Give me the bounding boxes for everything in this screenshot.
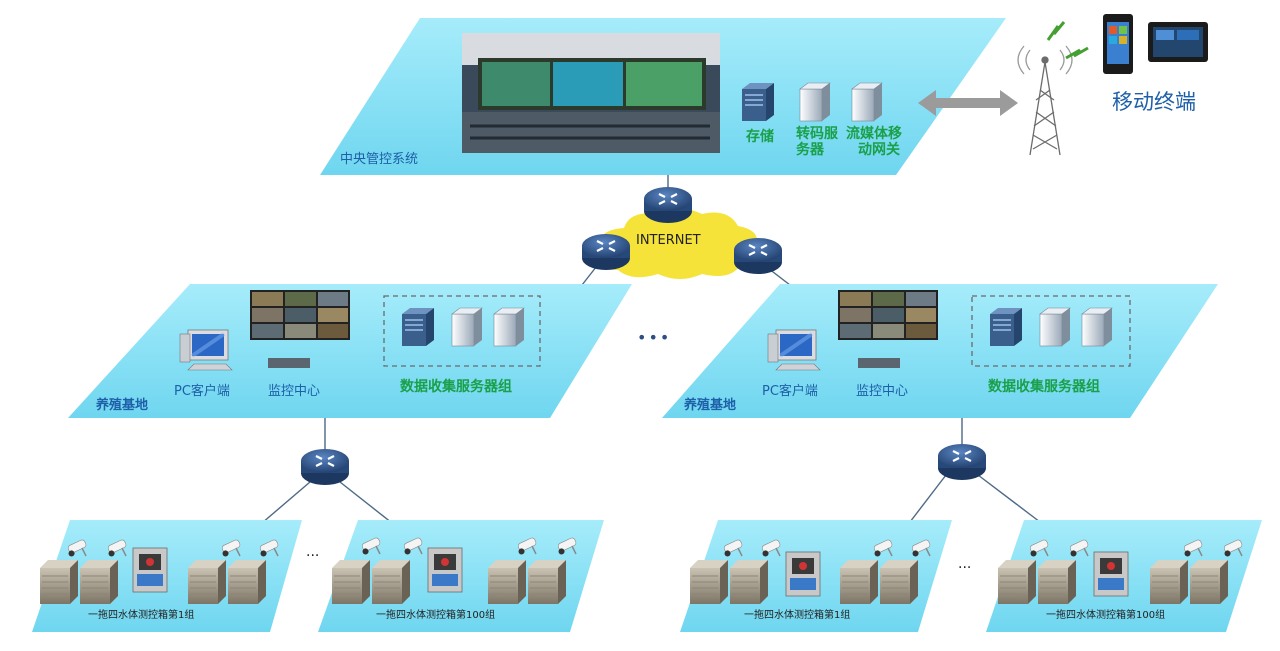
transcode-server-label-line1: 转码服 [796,126,838,142]
server-icon [1081,307,1113,347]
smartphone-icon [1103,14,1133,74]
box-group-label-last: 一拖四水体测控箱第100组 [1046,610,1166,621]
more-bases-ellipsis: ••• [637,328,672,347]
farm-base-platform-left [68,284,632,418]
box-group-platform [318,520,604,632]
internet-cloud [598,208,759,279]
server-icon [493,307,525,347]
box-group-platform [680,520,952,632]
box-group-platform [32,520,302,632]
pc-client-label: PC客户端 [174,384,230,399]
server-icon [1039,307,1071,347]
central-control-platform [320,18,1018,175]
streaming-gateway-icon [851,82,883,122]
storage-label: 存储 [746,129,774,145]
server-group-label: 数据收集服务器组 [400,379,512,395]
server-group-box [971,295,1131,367]
bidirectional-arrow-icon [918,90,1018,116]
internet-label: INTERNET [636,233,701,248]
base-router-icon [936,442,988,482]
server-group-label: 数据收集服务器组 [988,379,1100,395]
farm-base-platform-right [662,284,1218,418]
box-group-label-last: 一拖四水体测控箱第100组 [376,610,496,621]
mobile-terminal-label: 移动终端 [1112,90,1196,114]
box-group-label-first: 一拖四水体测控箱第1组 [88,610,195,621]
pc-client-label: PC客户端 [762,384,818,399]
box-group-platform [986,520,1262,632]
transcode-server-label-line2: 务器 [796,142,824,158]
box-group-label-first: 一拖四水体测控箱第1组 [744,610,851,621]
monitor-center-label: 监控中心 [856,384,909,399]
transcode-server-icon [799,82,831,122]
control-room-image [462,33,720,153]
raid-storage-icon [401,307,435,347]
video-wall-icon [250,290,350,340]
transcode-server-label: 转码服 务器 [796,126,838,158]
video-wall-icon [838,290,938,340]
raid-storage-icon [989,307,1023,347]
server-icon [451,307,483,347]
streaming-gateway-label: 流媒体移 动网关 [846,126,902,158]
mobile-terminal-group [1017,14,1208,156]
more-groups-ellipsis: ··· [958,560,972,576]
server-group-box [383,295,541,367]
streaming-gateway-label-line2: 动网关 [858,142,900,158]
wireless-signal-icon [1065,46,1089,60]
nvr-device-icon [858,358,900,368]
nvr-device-icon [268,358,310,368]
farm-base-label: 养殖基地 [684,398,737,413]
tablet-icon [1148,22,1208,62]
internet-router-icon [642,185,694,225]
wireless-signal-icon [1046,21,1066,41]
cell-tower-icon [1017,45,1073,156]
base-router-icon [299,447,351,487]
streaming-gateway-label-line1: 流媒体移 [846,126,902,142]
internet-router-icon [732,236,784,276]
monitor-center-label: 监控中心 [268,384,321,399]
farm-base-label: 养殖基地 [96,398,149,413]
central-system-label: 中央管控系统 [340,152,419,167]
more-groups-ellipsis: ··· [306,548,320,564]
storage-icon [741,82,775,122]
internet-router-icon [580,232,632,272]
